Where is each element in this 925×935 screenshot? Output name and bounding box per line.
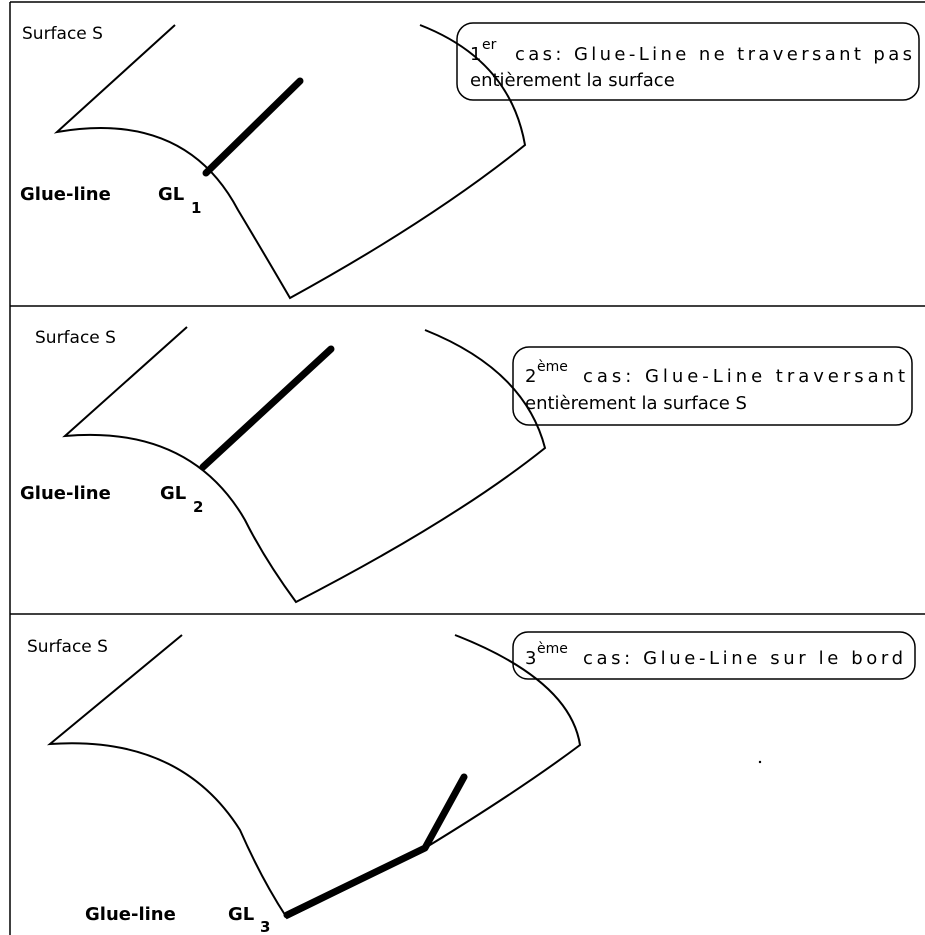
case-note-line-2: entièrement la surface	[470, 70, 675, 91]
surface-outline	[62, 326, 547, 604]
surface-outline	[53, 24, 527, 300]
case-ordinal: 3	[525, 648, 536, 669]
surface-label: Surface S	[27, 637, 108, 657]
glue-line-stroke	[283, 773, 468, 919]
case-note-line-2: entièrement la surface S	[525, 393, 747, 414]
panel-3: Surface S Glue-line GL 3 3 ème cas: Glue…	[27, 631, 916, 935]
case-note-box	[456, 22, 920, 101]
case-ordinal-suffix: ème	[537, 359, 568, 375]
glue-line-stroke	[202, 77, 304, 177]
gl-name: GL	[158, 184, 184, 205]
case-note-line-1: cas: Glue-Line sur le bord	[583, 648, 903, 669]
panel-1: Surface S Glue-line GL 1 1 er cas: Glue-…	[20, 22, 920, 300]
surface-label: Surface S	[35, 328, 116, 348]
gl-name: GL	[160, 483, 186, 504]
gl-subscript: 2	[193, 498, 203, 516]
gl-subscript: 3	[260, 918, 270, 935]
case-ordinal: 2	[525, 366, 536, 387]
frame	[9, 1, 925, 935]
glue-line-stroke	[199, 345, 335, 471]
surface-outline	[46, 634, 582, 920]
surface-label: Surface S	[22, 24, 103, 44]
gl-name: GL	[228, 904, 254, 925]
case-ordinal-suffix: er	[482, 37, 497, 53]
stray-dot	[758, 760, 762, 764]
case-note-box	[512, 346, 913, 426]
gl-subscript: 1	[191, 199, 201, 217]
case-ordinal-suffix: ème	[537, 641, 568, 657]
case-note-line-1: cas: Glue-Line traversant	[583, 366, 905, 387]
case-ordinal: 1	[470, 44, 481, 65]
panel-2: Surface S Glue-line GL 2 2 ème cas: Glue…	[20, 326, 913, 604]
glue-line-label: Glue-line	[20, 184, 111, 205]
case-note-box	[512, 631, 916, 680]
glue-line-label: Glue-line	[20, 483, 111, 504]
case-note-line-1: cas: Glue-Line ne traversant pas	[515, 44, 912, 65]
glue-line-label: Glue-line	[85, 904, 176, 925]
